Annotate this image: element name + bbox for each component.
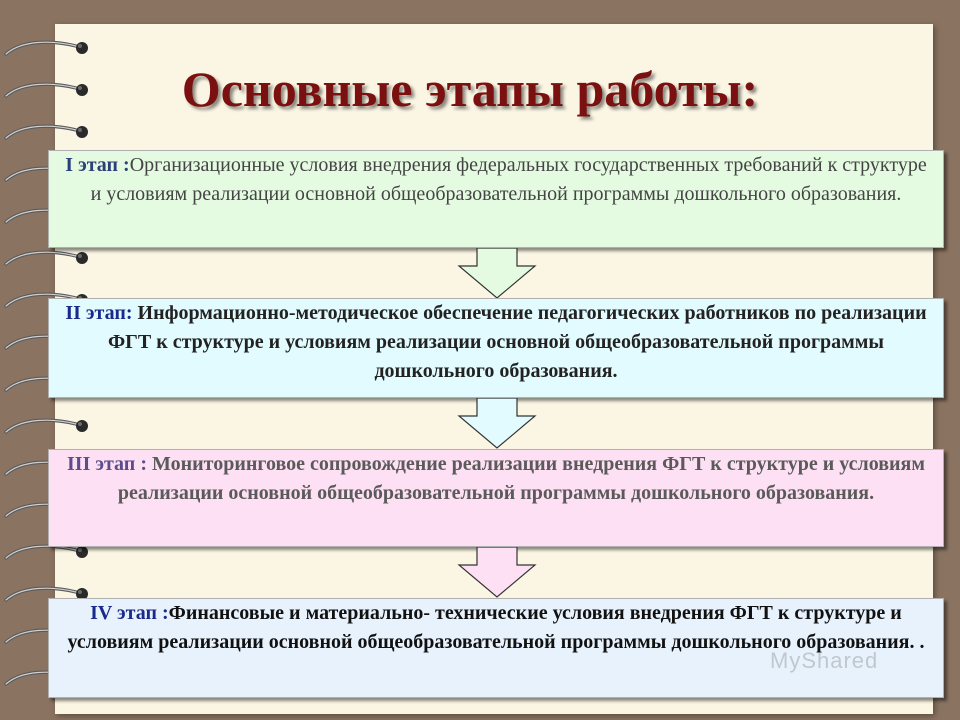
stage-3-label: III этап : [67,453,147,475]
stage-4-text: Финансовые и материально- технические ус… [67,602,925,653]
stage-2-box: II этап: Информационно-методическое обес… [48,298,944,398]
stage-1-box: I этап :Организационные условия внедрени… [48,150,944,248]
stage-4-box: IV этап :Финансовые и материально- техни… [48,598,944,698]
down-arrow-icon [457,248,537,300]
watermark: MyShared [770,648,879,673]
spiral-binding-ring-icon [2,416,94,438]
stage-1-label: I этап : [65,154,130,176]
spiral-binding-ring-icon [2,248,94,270]
stage-4-label: IV этап : [90,602,169,624]
stage-2-text: Информационно-методическое обеспечение п… [107,302,927,382]
stage-1-text: Организационные условия внедрения федера… [90,154,927,205]
spiral-binding [0,0,100,720]
spiral-binding-ring-icon [2,542,94,564]
stage-3-text: Мониторинговое сопровождение реализации … [117,453,925,504]
spiral-binding-ring-icon [2,38,94,60]
stage-2-label: II этап: [65,302,133,324]
spiral-binding-ring-icon [2,584,94,606]
down-arrow-icon [457,398,537,450]
down-arrow-icon [457,547,537,599]
stage-3-box: III этап : Мониторинговое сопровождение … [48,449,944,547]
spiral-binding-ring-icon [2,122,94,144]
page-title: Основные этапы работы: [181,61,759,117]
spiral-binding-ring-icon [2,80,94,102]
